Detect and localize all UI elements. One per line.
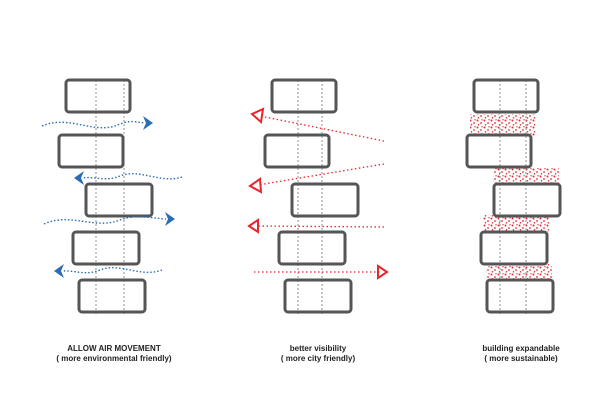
expansion-zone <box>470 114 536 136</box>
caption-subtitle: ( more sustainable) <box>484 354 558 363</box>
caption-expand: building expandable ( more sustainable) <box>421 344 600 364</box>
caption-title: ALLOW AIR MOVEMENT <box>67 344 161 353</box>
building-block <box>84 182 154 218</box>
caption-subtitle: ( more city friendly) <box>280 354 356 363</box>
sight-line <box>255 225 385 228</box>
panel-visibility <box>247 78 389 315</box>
building-block <box>277 230 347 266</box>
building-block <box>290 182 360 218</box>
sight-line <box>257 163 385 186</box>
sight-line <box>259 115 385 142</box>
sight-arrow <box>250 107 265 124</box>
sight-arrow <box>248 177 263 194</box>
building-block <box>64 78 132 114</box>
building-block <box>270 78 338 114</box>
air-flow-line <box>43 216 167 225</box>
sight-arrow <box>247 218 259 234</box>
building-block <box>465 133 533 169</box>
sight-arrow <box>377 264 389 280</box>
building-block <box>77 278 147 314</box>
air-flow-line <box>41 120 145 129</box>
building-block <box>263 133 331 169</box>
expansion-zone <box>483 215 549 232</box>
air-flow-arrow <box>54 264 64 278</box>
building-block <box>71 230 141 266</box>
building-block <box>479 230 549 266</box>
building-block <box>57 133 125 169</box>
panel-expandable <box>465 78 562 315</box>
building-block <box>485 278 555 314</box>
air-flow-line <box>61 266 163 274</box>
caption-subtitle: ( more environmental friendly) <box>56 354 172 363</box>
caption-visibility: better visibility ( more city friendly) <box>218 344 418 364</box>
air-flow-arrow <box>74 171 84 185</box>
panel-air-movement <box>41 78 183 315</box>
caption-title: building expandable <box>482 344 560 353</box>
air-flow-arrow <box>143 116 153 130</box>
expansion-zone <box>486 264 552 280</box>
building-block <box>472 78 540 114</box>
building-block <box>492 182 562 218</box>
caption-air: ALLOW AIR MOVEMENT ( more environmental … <box>14 344 214 364</box>
building-block <box>283 278 353 314</box>
caption-title: better visibility <box>289 344 347 353</box>
air-flow-line <box>81 173 183 180</box>
air-flow-arrow <box>165 212 175 226</box>
